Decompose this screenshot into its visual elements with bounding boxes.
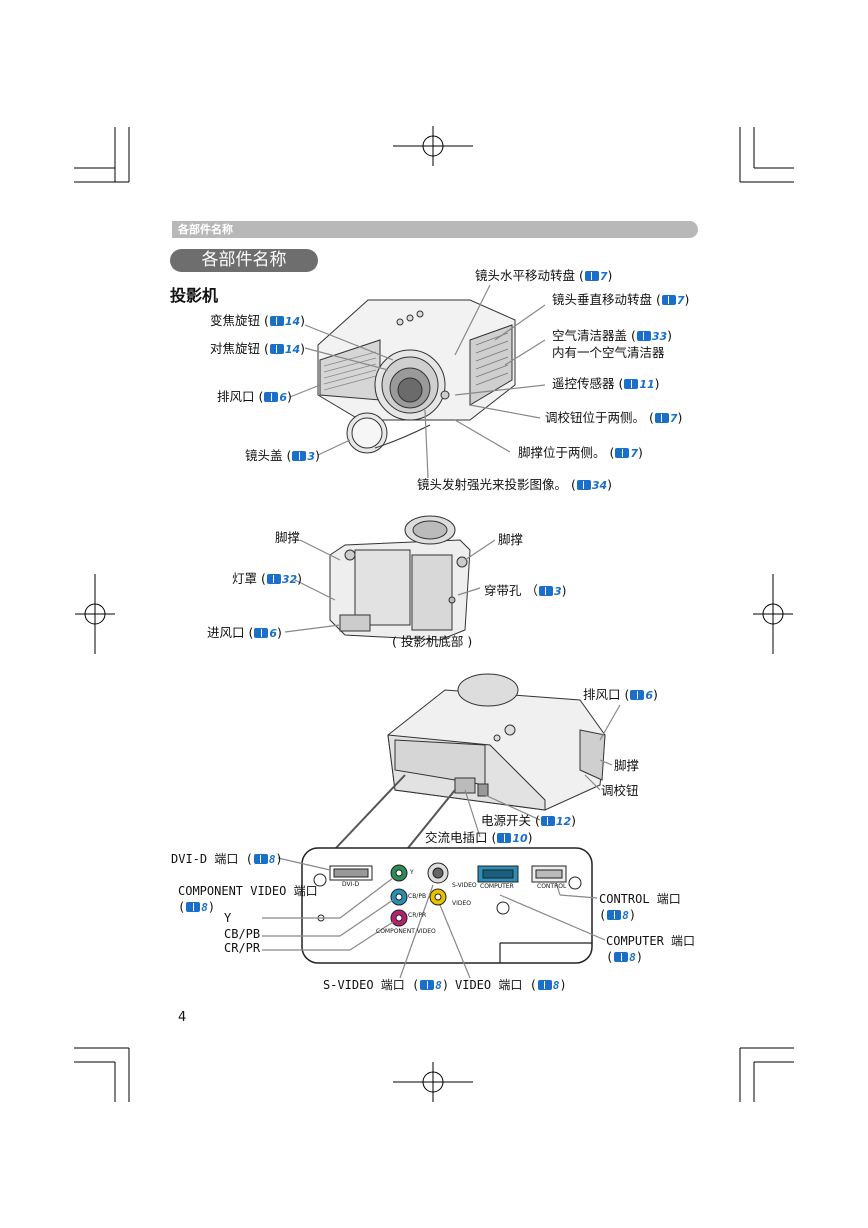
panel-video-label: VIDEO (452, 900, 472, 907)
label-strap-hole: 穿带孔 （3) (484, 583, 567, 598)
book-icon (269, 316, 284, 326)
projector-rear-illustration (387, 673, 606, 811)
book-icon (420, 980, 435, 990)
label-remote-sensor: 遥控传感器 (11) (552, 376, 660, 391)
book-icon (614, 952, 629, 962)
book-icon (292, 451, 307, 461)
book-icon (264, 392, 279, 402)
registration-targets (75, 126, 793, 1102)
book-icon (654, 413, 669, 423)
label-zoom-ring: 变焦旋钮 (14) (210, 313, 306, 328)
label-foot-right: 脚撑 (498, 532, 524, 547)
label-feet-sides: 脚撑位于两侧。 (7) (518, 445, 643, 460)
label-power-switch: 电源开关 (12) (481, 813, 577, 828)
book-icon (538, 586, 553, 596)
label-cb: CB/PB (224, 927, 261, 941)
subtitle: 投影机 (170, 286, 219, 305)
label-horizontal-shift: 镜头水平移动转盘 (7) (475, 268, 613, 283)
label-foot-rear: 脚撑 (614, 758, 640, 773)
label-filter-cover: 空气清洁器盖 (33) (552, 328, 673, 343)
book-icon (630, 690, 645, 700)
crop-marks (74, 127, 794, 1102)
page-number: 4 (178, 1010, 187, 1025)
book-icon (540, 816, 555, 826)
label-y: Y (224, 911, 232, 925)
label-bottom-caption: ( 投影机底部 ) (392, 634, 473, 649)
book-icon (615, 448, 630, 458)
book-icon (269, 344, 284, 354)
book-icon (266, 574, 281, 584)
label-lens-light: 镜头发射强光来投影图像。 (34) (417, 477, 613, 492)
label-exhaust-front: 排风口 (6) (217, 389, 292, 404)
book-icon (636, 331, 651, 341)
book-icon (624, 379, 639, 389)
label-ac-inlet: 交流电插口 (10) (425, 830, 533, 845)
book-icon (186, 902, 201, 912)
label-adjuster-sides: 调校钮位于两侧。 (7) (545, 410, 683, 425)
book-icon (254, 628, 269, 638)
label-lamp-cover: 灯罩 (32) (232, 571, 303, 586)
label-dvi-port: DVI-D 端口 (8) (171, 852, 283, 866)
label-vertical-shift: 镜头垂直移动转盘 (7) (552, 292, 690, 307)
label-video-port: VIDEO 端口 (8) (455, 978, 567, 992)
book-icon (497, 833, 512, 843)
port-panel (301, 847, 593, 964)
projector-front-illustration (317, 299, 516, 454)
panel-control-label: CONTROL (537, 883, 567, 890)
book-icon (607, 910, 622, 920)
label-adjuster-rear: 调校钮 (601, 783, 639, 798)
label-computer-port: COMPUTER 端口(8) (606, 934, 696, 964)
label-exhaust-rear: 排风口 (6) (583, 687, 658, 702)
panel-cr-label: CR/PR (408, 912, 427, 919)
label-cr: CR/PR (224, 941, 261, 955)
leader-lines (262, 284, 621, 979)
book-icon (253, 854, 268, 864)
book-icon (661, 295, 676, 305)
panel-dvi-label: DVI-D (342, 881, 360, 888)
label-focus-ring: 对焦旋钮 (14) (210, 341, 306, 356)
section-header-bar (172, 221, 698, 238)
label-foot-left: 脚撑 (275, 530, 301, 545)
panel-computer-label: COMPUTER (480, 883, 514, 890)
label-lens-cap: 镜头盖 (3) (245, 448, 320, 463)
book-icon (537, 980, 552, 990)
label-control-port: CONTROL 端口(8) (599, 892, 681, 922)
book-icon (576, 480, 591, 490)
label-intake: 进风口 (6) (207, 625, 282, 640)
page-title: 各部件名称 (170, 249, 318, 272)
section-header-text: 各部件名称 (178, 223, 233, 236)
panel-cb-label: CB/PB (408, 893, 427, 900)
label-filter-inside: 内有一个空气清洁器 (552, 345, 665, 360)
zoom-guides (335, 774, 456, 849)
panel-y-label: Y (410, 869, 414, 876)
panel-svideo-label: S-VIDEO (452, 882, 477, 889)
projector-bottom-illustration (329, 515, 471, 641)
book-icon (584, 271, 599, 281)
panel-component-label: COMPONENT VIDEO (376, 928, 436, 935)
label-svideo-port: S-VIDEO 端口 (8) (323, 978, 450, 992)
label-component-port: COMPONENT VIDEO 端口(8) (178, 884, 318, 914)
